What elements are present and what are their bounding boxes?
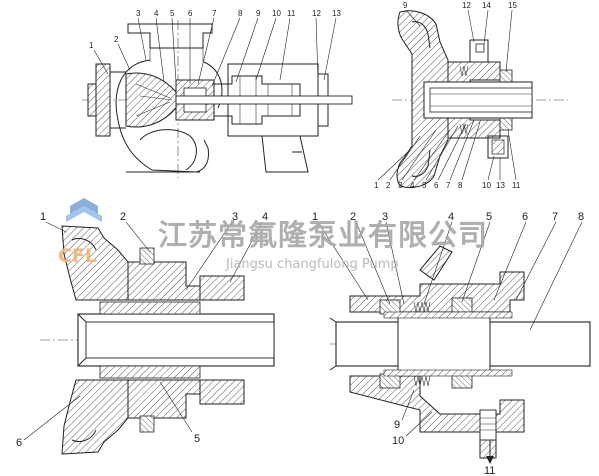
view-a-label-2: 2	[114, 35, 119, 44]
view-c-label-3: 3	[232, 211, 238, 223]
logo-text: CFL	[58, 245, 97, 267]
view-a-label-13: 13	[332, 9, 341, 18]
view-d-label-6: 6	[522, 211, 528, 223]
view-b-label-3: 3	[398, 181, 403, 190]
view-d-label-9: 9	[394, 419, 400, 431]
company-name-en: Jiangsu changfulong Pump	[225, 257, 399, 272]
view-c-label-4: 4	[262, 211, 268, 223]
view-d-label-3: 3	[382, 211, 388, 223]
view-d-label-10: 10	[392, 435, 404, 447]
view-b-label-8: 8	[458, 181, 463, 190]
view-b-label-7: 7	[446, 181, 451, 190]
view-b-labels: 9 12 14 15 1 2 3 4 5 6 7 8 10 13 11	[374, 1, 521, 190]
view-b-seal-detail	[377, 9, 568, 189]
view-b-label-12: 12	[462, 1, 471, 10]
view-d-label-2: 2	[350, 211, 356, 223]
watermark: CFL 江苏常氟隆泵业有限公司 Jiangsu changfulong Pump	[58, 198, 488, 272]
view-a-label-4: 4	[154, 9, 159, 18]
view-b-label-6: 6	[434, 181, 439, 190]
view-a-pump-assembly	[82, 17, 353, 178]
view-b-label-14: 14	[482, 1, 491, 10]
view-b-label-13: 13	[496, 181, 505, 190]
view-d-label-7: 7	[552, 211, 558, 223]
view-a-label-7: 7	[212, 9, 217, 18]
view-d-label-8: 8	[578, 211, 584, 223]
view-d-label-5: 5	[486, 211, 492, 223]
view-b-label-11: 11	[512, 181, 521, 190]
view-b-label-10: 10	[482, 181, 491, 190]
view-b-label-9: 9	[403, 1, 408, 10]
cfl-logo-icon: CFL	[58, 198, 102, 267]
view-a-label-10: 10	[272, 9, 281, 18]
view-b-label-4: 4	[410, 181, 415, 190]
view-c-seal-section	[23, 221, 275, 455]
view-a-label-1: 1	[89, 41, 94, 50]
view-a-label-8: 8	[238, 9, 243, 18]
company-name-cn: 江苏常氟隆泵业有限公司	[158, 218, 488, 252]
view-c-label-2: 2	[120, 211, 126, 223]
view-b-label-1: 1	[374, 181, 379, 190]
view-d-seal-section	[317, 221, 591, 464]
view-a-label-11: 11	[287, 9, 296, 18]
view-c-label-5: 5	[194, 433, 200, 445]
view-c-label-6: 6	[16, 437, 22, 449]
view-a-label-12: 12	[312, 9, 321, 18]
view-a-labels: 1 2 3 4 5 6 7 8 9 10 11 12 13	[89, 9, 341, 50]
view-c-labels: 1 2 3 4 6 5	[16, 211, 268, 449]
view-d-label-11: 11	[484, 465, 495, 476]
view-b-label-2: 2	[386, 181, 391, 190]
view-a-label-6: 6	[188, 9, 193, 18]
view-c-label-1: 1	[40, 211, 46, 223]
view-b-label-5: 5	[422, 181, 427, 190]
view-d-label-4: 4	[448, 211, 454, 223]
view-d-label-1: 1	[312, 211, 318, 223]
view-d-labels: 1 2 3 4 5 6 7 8 9 10 11	[312, 211, 584, 476]
view-a-label-9: 9	[256, 9, 261, 18]
view-b-label-15: 15	[508, 1, 517, 10]
view-a-label-3: 3	[136, 9, 141, 18]
view-a-label-5: 5	[170, 9, 175, 18]
